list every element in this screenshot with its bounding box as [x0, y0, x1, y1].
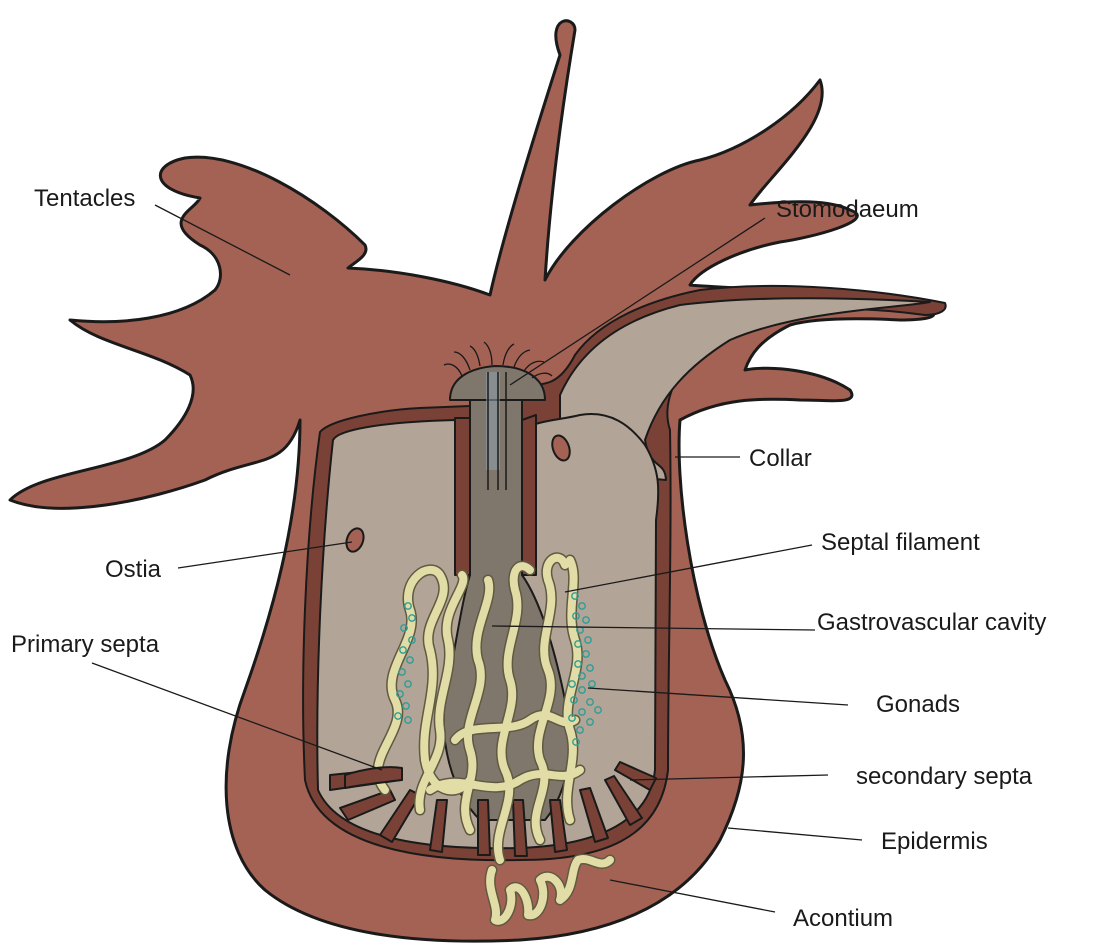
primary-septum-right-top	[522, 415, 536, 575]
label-tentacles: Tentacles	[34, 185, 135, 212]
label-collar: Collar	[749, 445, 812, 472]
label-stomodaeum: Stomodaeum	[776, 196, 919, 223]
leader-epidermis	[728, 828, 862, 840]
primary-septum-left-top	[455, 418, 470, 575]
label-septal-filament: Septal filament	[821, 529, 980, 556]
label-gonads: Gonads	[876, 691, 960, 718]
label-secondary-septa: secondary septa	[856, 763, 1033, 790]
label-primary-septa: Primary septa	[11, 631, 160, 658]
label-gastrovascular-cavity: Gastrovascular cavity	[817, 609, 1046, 636]
label-ostia: Ostia	[105, 556, 162, 583]
label-epidermis: Epidermis	[881, 828, 988, 855]
label-acontium: Acontium	[793, 905, 893, 932]
